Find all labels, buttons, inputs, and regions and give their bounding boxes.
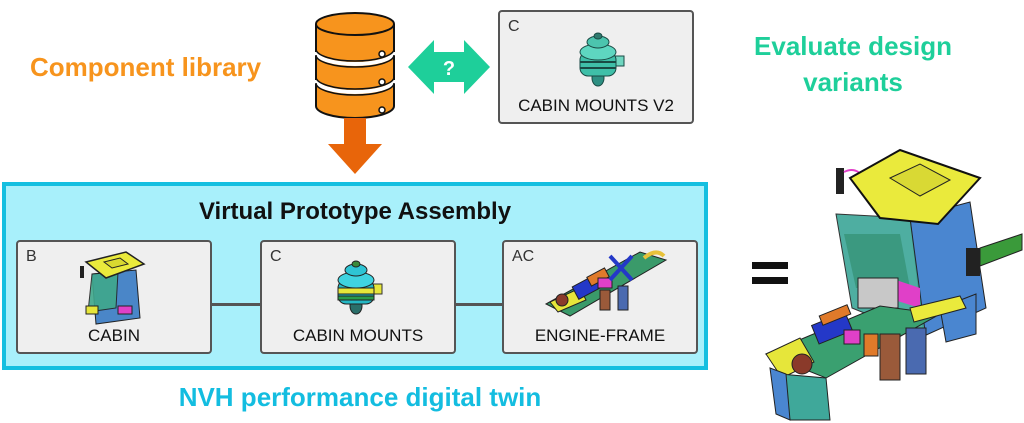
virtual-prototype-assembly: Virtual Prototype Assembly B CABIN C bbox=[2, 182, 708, 370]
swap-arrow-icon: ? bbox=[408, 40, 490, 94]
component-name: CABIN MOUNTS bbox=[292, 326, 424, 345]
assembly-title: Virtual Prototype Assembly bbox=[198, 198, 512, 225]
database-icon bbox=[314, 12, 396, 119]
nvh-twin-label: NVH performance digital twin bbox=[178, 382, 542, 412]
cabin-thumbnail bbox=[80, 251, 146, 325]
variant-card-code: C bbox=[508, 18, 520, 35]
engine-frame-thumbnail bbox=[544, 250, 668, 317]
evaluate-variants-label: Evaluate design variants bbox=[754, 31, 952, 97]
connector-line bbox=[454, 303, 504, 306]
question-mark: ? bbox=[443, 58, 455, 80]
cabin-mounts-thumbnail bbox=[337, 260, 383, 315]
component-code: C bbox=[270, 248, 282, 265]
component-card-cabin[interactable]: B CABIN bbox=[16, 240, 212, 354]
variant-card-name: CABIN MOUNTS V2 bbox=[518, 96, 674, 115]
component-library-label: Component library bbox=[30, 52, 262, 82]
assembled-vehicle-illustration bbox=[764, 148, 1023, 421]
component-name: CABIN bbox=[88, 326, 140, 345]
component-name: ENGINE-FRAME bbox=[534, 326, 666, 345]
connector-line bbox=[210, 303, 260, 306]
down-arrow-icon bbox=[328, 118, 382, 174]
component-code: AC bbox=[512, 248, 535, 265]
component-code: B bbox=[26, 248, 37, 265]
component-card-engine-frame[interactable]: AC ENGINE-FRAME bbox=[502, 240, 698, 354]
equals-sign bbox=[752, 262, 788, 292]
cabin-mount-v2-thumbnail bbox=[579, 32, 625, 87]
variant-card-cabin-mounts-v2[interactable]: C CABIN MOUNTS V2 bbox=[498, 10, 694, 124]
component-card-cabin-mounts[interactable]: C CABIN MOUNTS bbox=[260, 240, 456, 354]
